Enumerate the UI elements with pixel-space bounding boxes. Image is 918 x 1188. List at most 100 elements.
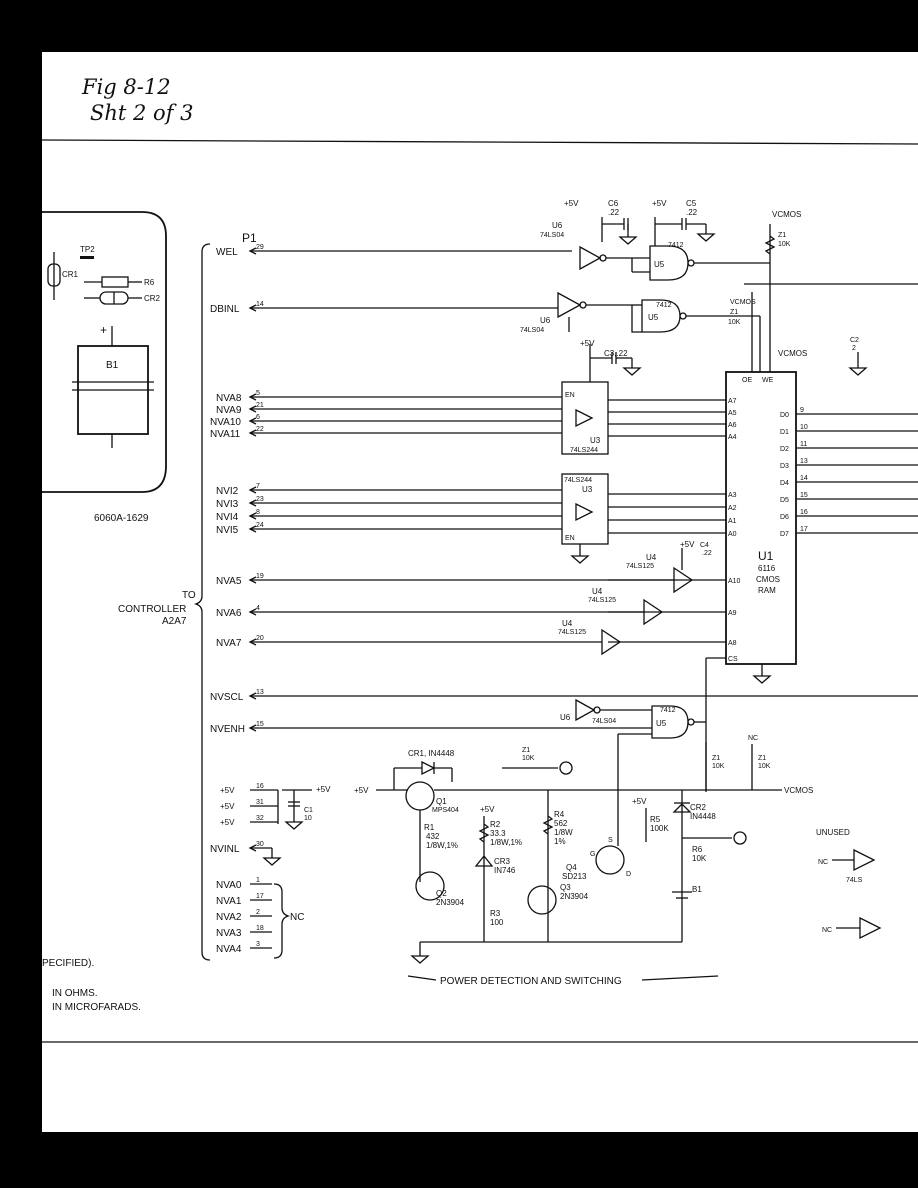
ram-pinnum-d7: 17 [800,526,808,533]
arrow-nvi2 [248,486,257,494]
power-pin-32: 32 [256,815,264,822]
q4-label: Q4 [566,863,577,872]
nc-pin-nva3: 18 [256,925,264,932]
ram-pinnum-d3: 13 [800,458,808,465]
pin-nva5: 19 [256,573,264,580]
u3-lower-part: 74LS244 [564,477,592,484]
plus5v-bus: +5V [316,785,331,794]
arrow-wel [248,247,257,255]
ram-pin-a0: A0 [728,531,737,538]
ram-pin-a4: A4 [728,434,737,441]
c6-value: .22 [608,208,620,217]
ram-pin-a2: A2 [728,505,737,512]
ram-pin-d0: D0 [780,412,789,419]
inset-cr2-label: CR2 [144,294,161,303]
q2-value: 2N3904 [436,898,465,907]
ram-pin-d3: D3 [780,463,789,470]
r6-label: R6 [692,845,703,854]
nc-z1-label: NC [748,735,758,742]
pin-nvi4: 8 [256,509,260,516]
signal-nva7: NVA7 [216,638,242,649]
connector-brace [193,243,211,961]
u3-upper-label: U3 [590,436,601,445]
pin-nvi3: 23 [256,496,264,503]
u4-a-label: U4 [646,553,657,562]
top-border-line [42,139,918,145]
r3-label: R3 [490,909,501,918]
q1-label: Q1 [436,797,447,806]
u6-inverter-top [579,245,602,271]
u6-mid-part: 74LS04 [520,327,544,334]
ram-pin-d5: D5 [780,497,789,504]
ram-pinnum-d4: 14 [800,475,808,482]
u6-inverter-mid [557,291,582,319]
ram-cmos: CMOS [756,575,780,584]
b1-label: B1 [692,885,702,894]
c4-value: .22 [702,550,712,557]
u4-b-part: 74LS125 [588,597,616,604]
q4-transistor [595,845,625,875]
cr3-value: IN746 [494,866,516,875]
inset-b1-label: B1 [106,360,119,371]
ram-pinnum-d6: 16 [800,509,808,516]
arrow-nva5 [248,576,257,584]
ram-pinnum-d5: 15 [800,492,808,499]
z1-power-value: 10K [522,755,535,762]
signal-nva8: NVA8 [216,393,242,404]
r4-label: R4 [554,810,565,819]
plus5v-q1: +5V [354,786,369,795]
q4-gate: G [590,851,595,858]
r4-rating: 1/8W [554,828,573,837]
unused-nc-1: NC [818,859,828,866]
ram-pin-a5: A5 [728,410,737,417]
ram-pin-d7: D7 [780,531,789,538]
u3-lower-label: U3 [582,485,593,494]
u5-mid-part: 7412 [656,302,672,309]
nc-pin-nva1: 17 [256,893,264,900]
arrow-nvi3 [248,499,257,507]
u6-mid-label: U6 [540,316,551,325]
pin-nva8: 5 [256,390,260,397]
u6-top-part: 74LS04 [540,232,564,239]
ram-pin-d4: D4 [780,480,789,487]
plus5v-r5: +5V [632,797,647,806]
ram-pin-a3: A3 [728,492,737,499]
r2-label: R2 [490,820,501,829]
drawing-number: 6060A-1629 [94,513,149,524]
pin-nvi2: 7 [256,483,260,490]
handwritten-sheet-label: Sht 2 of 3 [90,101,194,125]
u6-bottom-label: U6 [560,713,571,722]
note-3: IN MICROFARADS. [52,1002,141,1013]
ram-pinnum-d0: 9 [800,407,804,414]
arrow-nva10 [248,417,257,425]
r4-tol: 1% [554,837,566,846]
nc-signal-nva4: NVA4 [216,944,242,955]
c5-label: C5 [686,199,697,208]
z1-pull-label: Z1 [712,755,720,762]
gates-top: U5 U5 [557,217,918,382]
nc-pin-nva2: 2 [256,909,260,916]
pin-nva7: 20 [256,635,264,642]
plus5v-u4: +5V [680,540,695,549]
schematic-diagram: Fig 8-12 Sht 2 of 3 TP2 CR1 R6 CR2 + B1 … [42,75,918,1043]
handwritten-figure-label: Fig 8-12 [81,75,171,99]
cr2-value: IN4448 [690,812,716,821]
inset-panel: TP2 CR1 R6 CR2 + B1 [42,211,167,493]
arrow-nva7 [248,638,257,646]
signal-nvscl: NVSCL [210,692,244,703]
inset-r6-label: R6 [144,278,155,287]
ram-pin-a7: A7 [728,398,737,405]
signal-nvenh: NVENH [210,724,245,735]
arrow-nvinl [248,844,257,852]
arrow-nva6 [248,608,257,616]
plus5v-u5: +5V [652,199,667,208]
inset-cr1-label: CR1 [62,270,79,279]
vcmos-small: VCMOS [730,299,756,306]
unused-label: UNUSED [816,828,850,837]
ram-pin-labels: A7A5A6A4A3A2A1A0A10A9A8D09D110D211D313D4… [608,398,918,647]
q1-value: MPS404 [432,807,459,814]
u4-c-part: 74LS125 [558,629,586,636]
ram-cs: CS [728,656,738,663]
vcmos-output: VCMOS [784,786,813,795]
